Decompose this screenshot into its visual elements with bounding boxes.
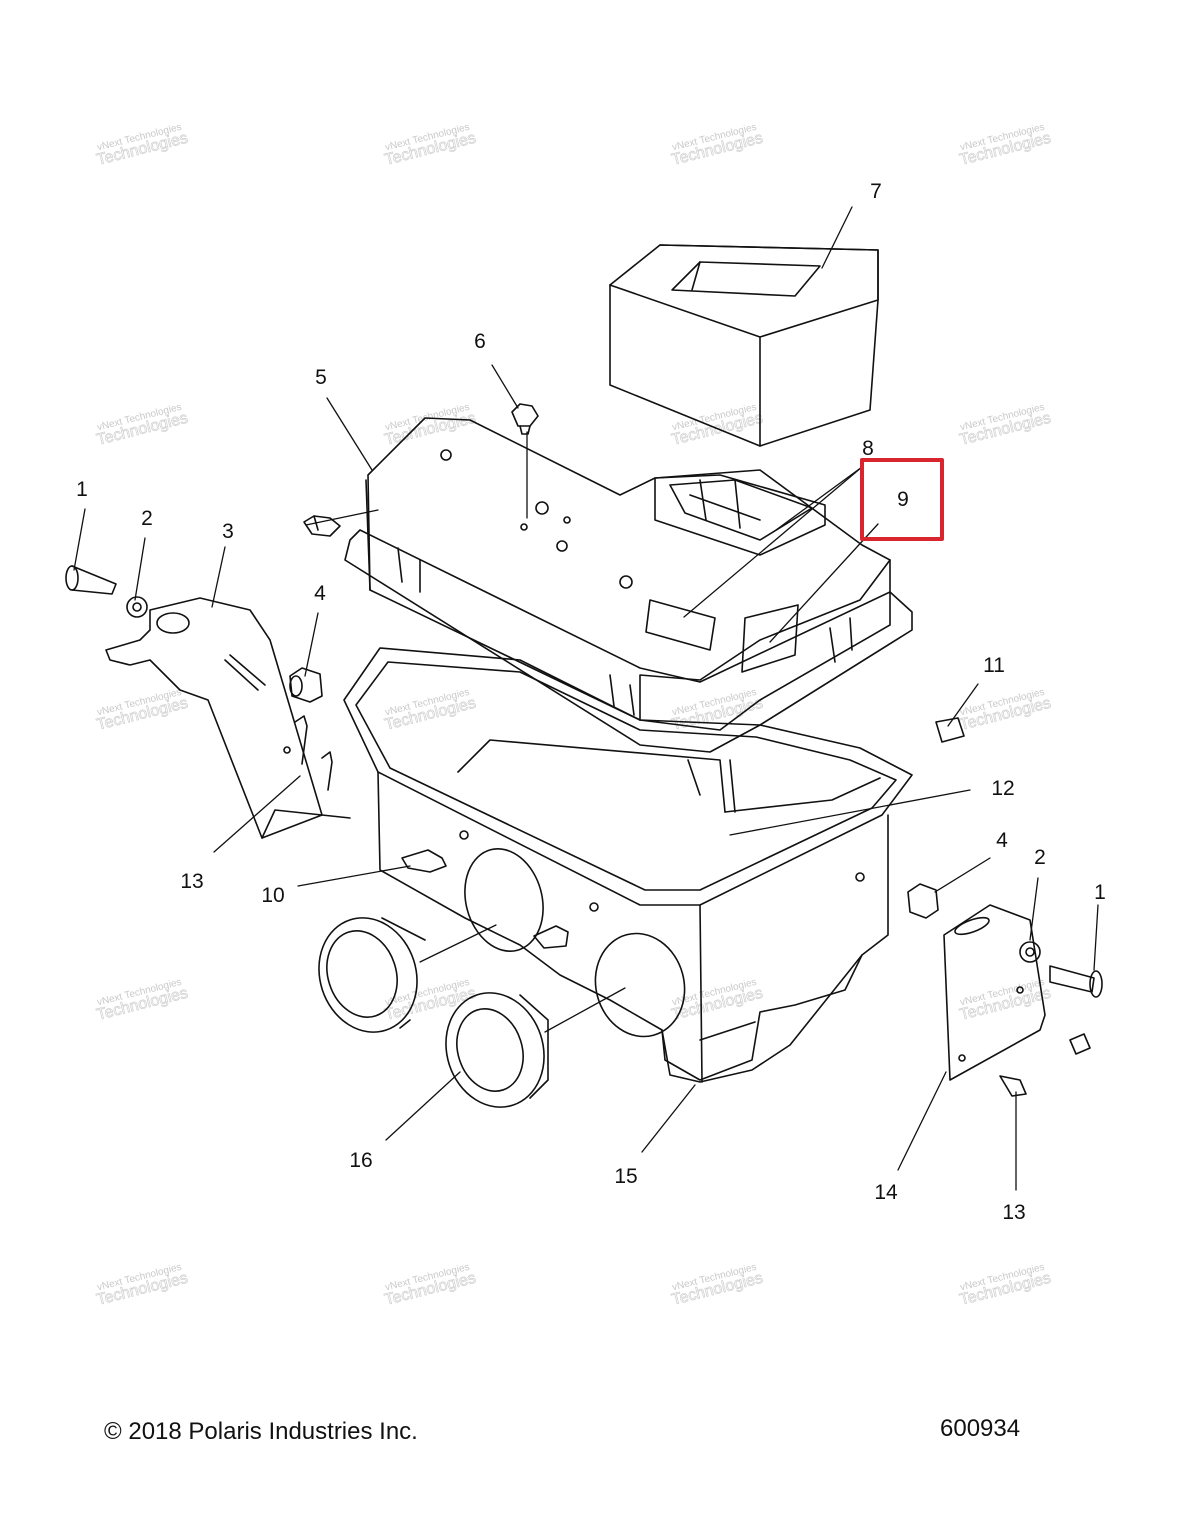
bracket-left-part [105, 597, 351, 839]
drawing-number: 600934 [940, 1415, 1021, 1442]
screw-left-part [294, 715, 333, 791]
callout-1-left: 1 [76, 478, 88, 501]
callout-1-right: 1 [1094, 881, 1106, 904]
callout-11: 11 [983, 654, 1005, 677]
callout-9: 9 [897, 488, 909, 511]
callout-12: 12 [991, 777, 1014, 800]
callout-5: 5 [315, 366, 327, 389]
callout-10: 10 [261, 884, 284, 907]
bracket-right-part [943, 904, 1046, 1081]
clip-11-part [935, 717, 965, 743]
callout-14: 14 [874, 1181, 898, 1204]
callout-4-left: 4 [314, 582, 326, 605]
callout-4-right: 4 [996, 829, 1008, 852]
highlight-box [860, 458, 944, 541]
callout-7: 7 [870, 180, 882, 203]
airbox-base-part [343, 647, 913, 1083]
grommet-left-part [289, 667, 323, 703]
drain-valve-part [401, 849, 569, 949]
bolt-left-part [65, 565, 117, 595]
washer-left-part [126, 596, 148, 618]
callout-16: 16 [349, 1149, 372, 1172]
callout-15: 15 [614, 1165, 637, 1188]
callout-13-left: 13 [180, 870, 203, 893]
foam-prefilter-part [609, 244, 879, 447]
leader-lines [73, 206, 1099, 1191]
callout-labels: 1 2 3 4 5 6 7 8 9 11 12 4 2 1 13 10 16 1… [76, 180, 1106, 1224]
copyright-notice: © 2018 Polaris Industries Inc. [104, 1418, 418, 1445]
grommet-right-part [907, 883, 939, 919]
callout-2-left: 2 [141, 507, 153, 530]
airbox-cover-part [344, 417, 913, 753]
callout-13-right: 13 [1002, 1201, 1025, 1224]
clip-part [303, 403, 539, 537]
washer-right-part [1019, 941, 1041, 963]
callout-6: 6 [474, 330, 486, 353]
bolt-right-part [1049, 965, 1103, 998]
callout-8: 8 [862, 437, 874, 460]
callout-2-right: 2 [1034, 846, 1046, 869]
screw-right-part [999, 1033, 1091, 1097]
callout-3: 3 [222, 520, 234, 543]
intake-boot-part [318, 917, 549, 1108]
